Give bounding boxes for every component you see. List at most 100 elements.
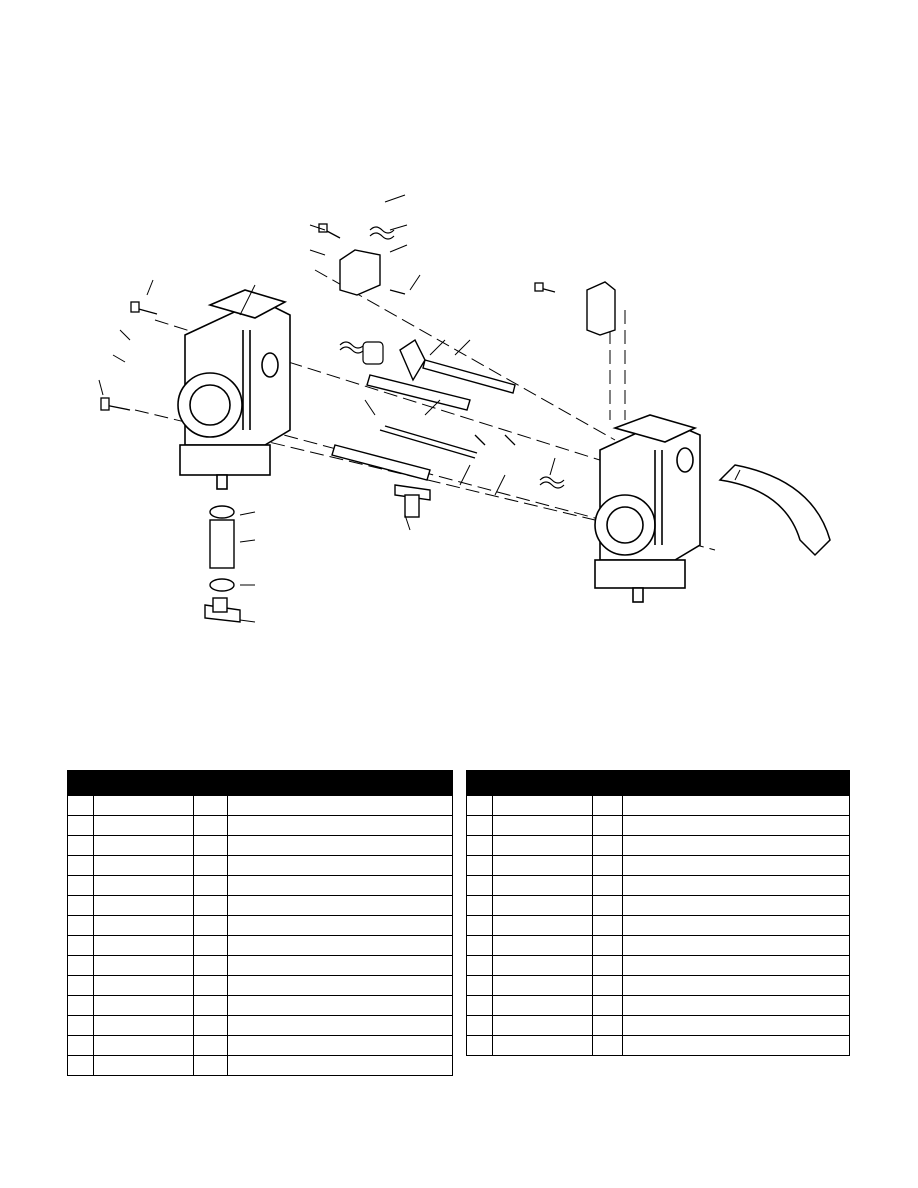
table-cell [193, 955, 228, 976]
table-cell [93, 935, 194, 956]
table-cell [227, 935, 453, 956]
screw-icon [100, 223, 556, 446]
table-row [67, 995, 453, 1016]
table-cell [622, 855, 850, 876]
table-row [67, 815, 453, 836]
table-cell [592, 1015, 623, 1036]
table-cell [67, 815, 94, 836]
table-cell [93, 975, 194, 996]
table-header-cell [67, 770, 453, 796]
table-cell [67, 1035, 94, 1056]
table-cell [227, 1035, 453, 1056]
table-cell [492, 835, 593, 856]
carburetor-right-icon [594, 414, 701, 603]
table-cell [622, 935, 850, 956]
table-cell [622, 915, 850, 936]
rod-icon [331, 359, 516, 481]
table-cell [592, 795, 623, 816]
table-cell [492, 795, 593, 816]
table-cell [492, 975, 593, 996]
table-row [466, 855, 850, 876]
table-cell [622, 955, 850, 976]
clamp-icon [209, 505, 235, 592]
table-cell [592, 875, 623, 896]
table-cell [67, 995, 94, 1016]
table-cell [67, 955, 94, 976]
table-row [466, 915, 850, 936]
table-cell [622, 815, 850, 836]
table-cell [93, 835, 194, 856]
table-cell [67, 855, 94, 876]
table-cell [193, 935, 228, 956]
table-cell [622, 1035, 850, 1056]
table-cell [466, 895, 493, 916]
table-cell [466, 875, 493, 896]
table-cell [466, 815, 493, 836]
table-cell [93, 955, 194, 976]
table-cell [67, 1055, 94, 1076]
table-row [67, 835, 453, 856]
exploded-parts-diagram [95, 190, 845, 640]
table-cell [466, 795, 493, 816]
table-cell [466, 995, 493, 1016]
table-cell [592, 995, 623, 1016]
table-cell [93, 815, 194, 836]
table-cell [492, 815, 593, 836]
table-cell [227, 1055, 453, 1076]
table-row [466, 795, 850, 816]
table-cell [227, 795, 453, 816]
table-cell [592, 955, 623, 976]
table-cell [93, 1055, 194, 1076]
table-cell [466, 835, 493, 856]
table-cell [193, 895, 228, 916]
bracket-icon [339, 249, 616, 382]
table-cell [622, 975, 850, 996]
carburetor-left-icon [177, 289, 291, 490]
table-cell [492, 1035, 593, 1056]
table-cell [592, 915, 623, 936]
table-row [67, 1015, 453, 1036]
table-cell [466, 1015, 493, 1036]
table-row [466, 835, 850, 856]
table-header-cell [466, 770, 850, 796]
table-cell [93, 915, 194, 936]
table-cell [492, 955, 593, 976]
table-cell [193, 835, 228, 856]
table-cell [93, 795, 194, 816]
table-row [67, 975, 453, 996]
table-cell [492, 995, 593, 1016]
table-cell [93, 855, 194, 876]
table-cell [622, 875, 850, 896]
table-cell [193, 855, 228, 876]
table-row [466, 815, 850, 836]
table-row [67, 1035, 453, 1056]
table-cell [227, 895, 453, 916]
table-row [466, 875, 850, 896]
table-cell [67, 1015, 94, 1036]
table-cell [466, 855, 493, 876]
table-cell [67, 935, 94, 956]
table-cell [67, 915, 94, 936]
table-cell [67, 835, 94, 856]
parts-list-table-right [466, 770, 850, 1056]
table-row [67, 915, 453, 936]
table-cell [466, 975, 493, 996]
table-row [67, 935, 453, 956]
table-cell [592, 975, 623, 996]
table-cell [193, 815, 228, 836]
table-cell [622, 995, 850, 1016]
table-cell [93, 1015, 194, 1036]
table-cell [466, 935, 493, 956]
table-cell [193, 995, 228, 1016]
table-row [466, 935, 850, 956]
table-row [67, 895, 453, 916]
table-cell [193, 975, 228, 996]
table-cell [592, 1035, 623, 1056]
table-row [466, 1015, 850, 1036]
table-cell [193, 875, 228, 896]
table-cell [227, 975, 453, 996]
table-cell [227, 815, 453, 836]
table-cell [466, 915, 493, 936]
table-cell [67, 875, 94, 896]
table-cell [592, 935, 623, 956]
